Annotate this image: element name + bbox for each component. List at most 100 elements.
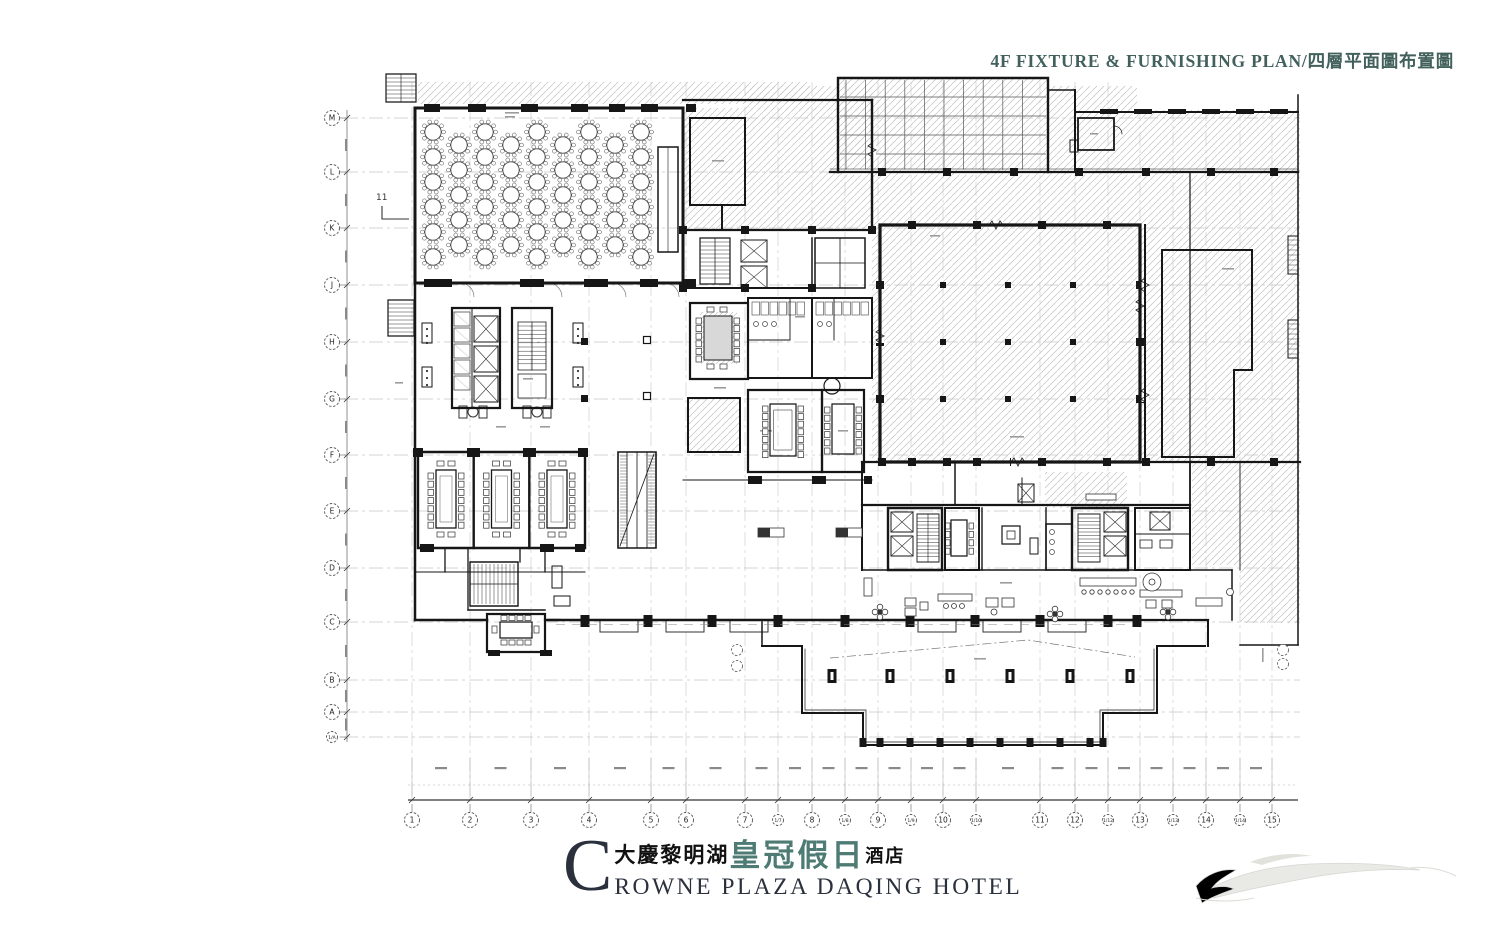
swoosh-body [1196,862,1421,899]
row-bubble-label: A [329,708,335,717]
banquet-table [576,169,602,195]
dimension-text-mark [345,194,348,206]
svc-dividers [814,237,866,289]
meeting-room-c1 [746,388,824,474]
right-lower-hatch [1192,462,1300,565]
banquet-table [602,132,628,158]
row-bubble-H [324,334,340,350]
banquet-table [628,244,654,270]
prefunction-top-hatch [745,86,872,110]
col-bubble-label: 7 [743,816,748,825]
table-c1 [769,403,797,457]
col-bubble-2 [462,812,478,828]
banquet-tables [420,119,654,270]
banquet-table [420,219,446,245]
col-bubble-1/10 [970,814,982,826]
escalator-diagonal [619,453,655,547]
row-bubble-label: J [330,281,333,290]
col-bubble-8 [804,812,820,828]
row-bubble-label: F [330,451,334,460]
dimension-text-mark [1118,767,1130,770]
dimension-text-mark [345,477,348,489]
bl-stair [469,561,519,607]
dimension-text-mark [345,250,348,263]
row-bubble-J [324,277,340,293]
skylight-frame [836,76,1050,174]
banquet-table [446,132,472,158]
row-bubble-F [324,447,340,463]
radiators [1287,235,1299,359]
terrace-wall [801,645,1158,746]
dimension-text-mark [888,767,901,770]
row-bubble-label: B [329,676,334,685]
dimension-text-mark [345,533,348,546]
banquet-table [472,169,498,195]
dimension-text-mark [755,767,768,770]
dimension-text-mark [662,767,675,770]
row-bubble-A [324,704,340,720]
meeting-room-c2 [820,388,866,474]
right-room-fix [1139,539,1173,549]
banquet-table [576,119,602,145]
col-bubble-label: 13 [1135,816,1145,825]
stair-lobby [517,373,547,399]
banquet-table [498,132,524,158]
banquet-table [472,194,498,220]
stair-note-text: 11 [376,193,387,203]
elev-core-left [450,306,502,410]
buffet-stations [421,322,584,388]
dimension-text-mark [855,767,868,770]
col-bubble-6 [678,812,694,828]
terrace-axis-bubbles [731,644,1289,672]
dimension-text-mark [921,767,933,770]
banquet-table [628,144,654,170]
banquet-table [498,232,524,258]
banquet-table [498,182,524,208]
banquet-table [498,207,524,233]
hatched-zones [418,78,1300,623]
dimension-text-mark [345,589,348,601]
dimension-text-mark [709,767,722,770]
swoosh-tail [1195,867,1457,902]
banquet-table [420,194,446,220]
dimension-text-mark [345,718,348,731]
banquet-table [524,219,550,245]
solid-wall-blocks [413,104,872,656]
store-room-hatch [688,398,740,452]
banquet-table [628,169,654,195]
banquet-table [446,182,472,208]
banquet-table [628,194,654,220]
table-c1-inner [773,409,793,451]
col-bubble-1/8 [839,814,851,826]
small-meeting [944,507,980,571]
logo-cn-suffix: 酒店 [865,846,906,866]
lounge-feature [1001,525,1021,545]
col-bubble-label: 1/12 [1103,818,1113,824]
dimension-text-mark [345,139,348,151]
logo-english-line: ROWNE PLAZA DAQING HOTEL [614,874,1023,900]
banquet-table [576,244,602,270]
dimension-text-mark [789,767,801,770]
lounge-cab [1029,537,1039,555]
east-room [1161,249,1253,458]
meeting-room-dividers [472,450,531,550]
logo-cn-prefix: 大慶黎明湖 [614,844,730,867]
logo-chinese-line: 大慶黎明湖皇冠假日酒店 [614,840,1022,872]
col-bubble-label: 2 [468,816,473,825]
col-bubble-label: 5 [649,816,654,825]
dimension-text-mark [435,767,447,770]
banquet-table [576,194,602,220]
hotel-logo: C 大慶黎明湖皇冠假日酒店 ROWNE PLAZA DAQING HOTEL [563,829,1023,903]
dimension-text-mark [345,307,348,320]
banquet-table [420,169,446,195]
row-bubble-C [324,614,340,630]
row-bubble-L [324,164,340,180]
dimension-text-mark [345,364,348,377]
col-bubble-label: 14 [1201,816,1211,825]
tr-nib [1069,139,1079,153]
banquet-table [550,232,576,258]
restroom-partitions [747,297,835,341]
banquet-table [524,169,550,195]
banquet-table [524,119,550,145]
